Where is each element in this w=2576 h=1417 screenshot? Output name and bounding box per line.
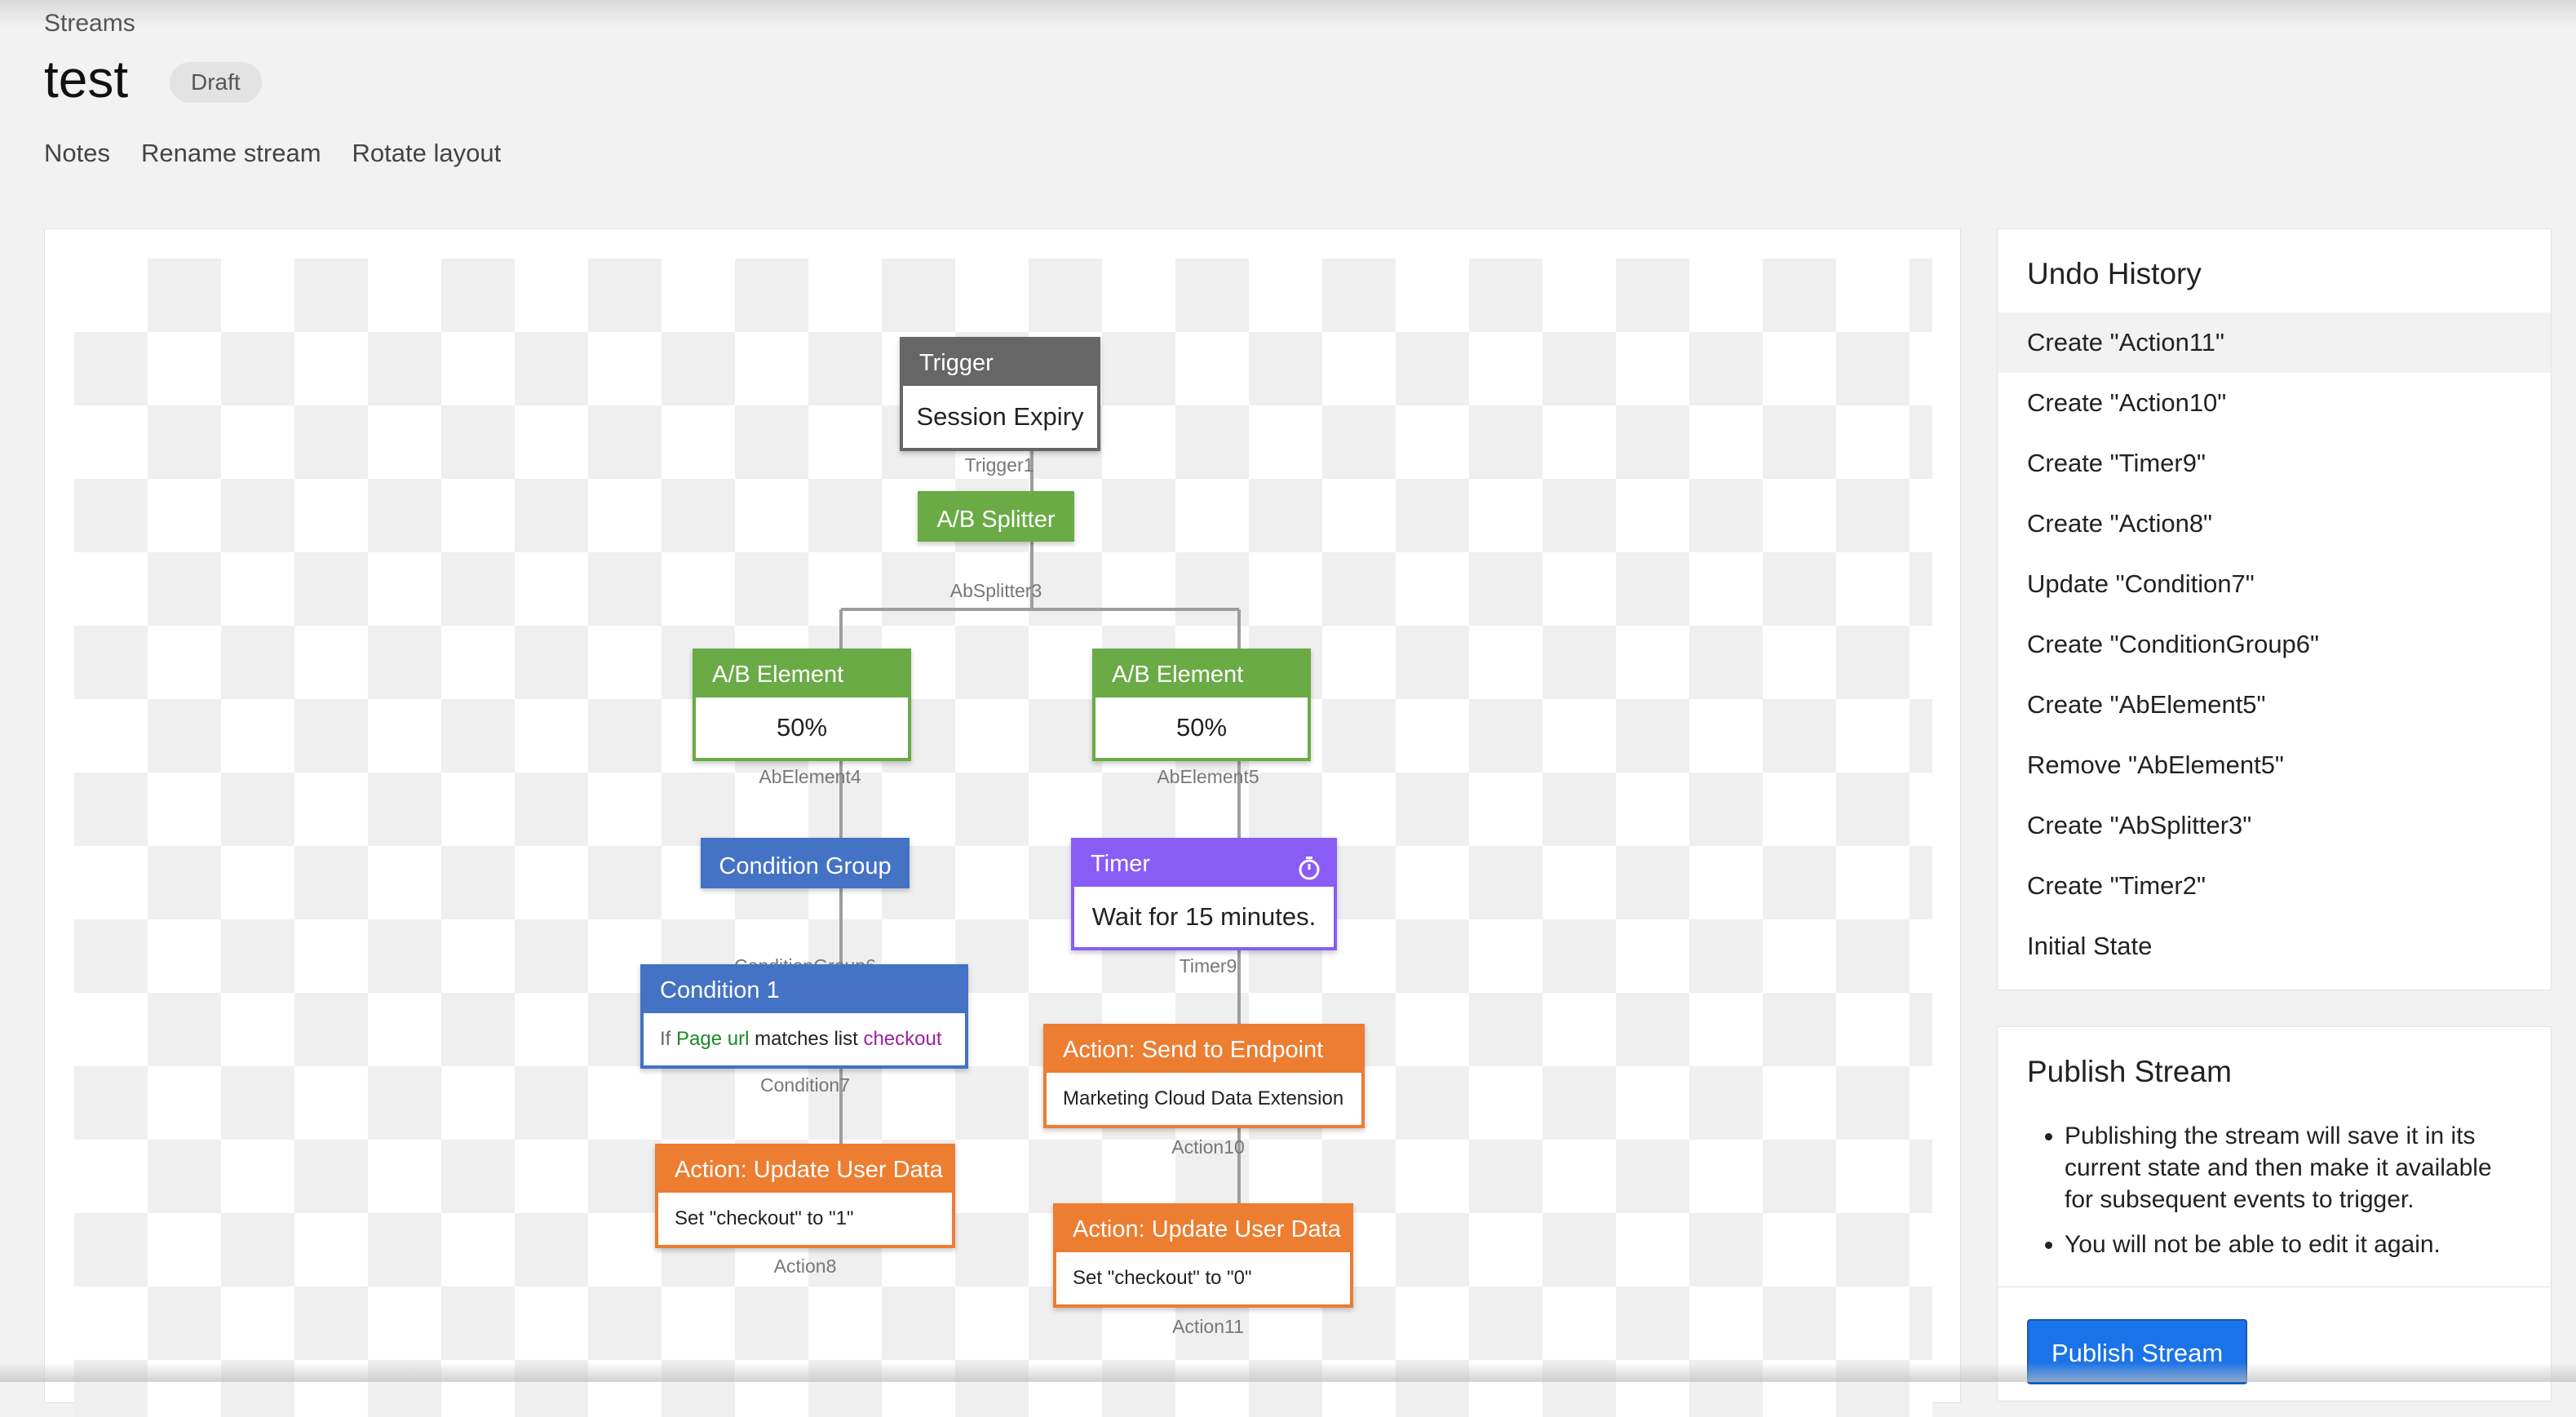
ab-element-node-left-id: AbElement4	[759, 766, 861, 787]
action-node-body: Marketing Cloud Data Extension	[1063, 1087, 1344, 1109]
rename-stream-link[interactable]: Rename stream	[140, 139, 321, 167]
stream-actions: Notes Rename stream Rotate layout	[44, 139, 501, 168]
undo-history-item[interactable]: Initial State	[2027, 932, 2153, 960]
update-user-data-node-left[interactable]: Action: Update User Data Set "checkout" …	[655, 1144, 955, 1248]
stream-canvas-card: Trigger Session Expiry Trigger1 A/B Spli…	[44, 228, 1961, 1417]
publish-info-item: You will not be able to edit it again.	[2065, 1229, 2518, 1260]
ab-element-header: A/B Element	[1095, 652, 1308, 697]
trigger-node-body: Session Expiry	[916, 402, 1084, 431]
send-to-endpoint-node[interactable]: Action: Send to Endpoint Marketing Cloud…	[1043, 1024, 1365, 1128]
condition-node-id: Condition7	[760, 1074, 850, 1096]
condition-node-rule: If Page url matches list checkout	[644, 1013, 965, 1065]
update-user-data-node-left-id: Action8	[773, 1255, 837, 1277]
page-title: test	[44, 50, 129, 108]
top-shadow	[0, 0, 2576, 28]
undo-history-item[interactable]: Create "AbSplitter3"	[2027, 811, 2252, 839]
bottom-shadow	[0, 1362, 2576, 1382]
action-node-header: Action: Send to Endpoint	[1047, 1027, 1361, 1073]
condition-if-keyword: If	[660, 1028, 671, 1050]
undo-history-title: Undo History	[2027, 257, 2202, 290]
trigger-node-header: Trigger	[903, 340, 1097, 386]
rotate-layout-link[interactable]: Rotate layout	[352, 139, 502, 167]
undo-history-item[interactable]: Create "AbElement5"	[2027, 690, 2266, 719]
publish-info-item: Publishing the stream will save it in it…	[2065, 1120, 2518, 1216]
ab-element-body: 50%	[776, 713, 828, 742]
notes-link[interactable]: Notes	[44, 139, 110, 167]
ab-element-body: 50%	[1175, 713, 1228, 742]
trigger-node[interactable]: Trigger Session Expiry	[900, 337, 1100, 451]
ab-splitter-node-id: AbSplitter3	[949, 580, 1042, 601]
undo-history-item[interactable]: Create "Timer2"	[2027, 871, 2206, 900]
condition-operator: matches list	[755, 1028, 858, 1050]
publish-stream-panel: Publish Stream Publishing the stream wil…	[1997, 1026, 2552, 1402]
send-to-endpoint-node-id: Action10	[1171, 1136, 1245, 1158]
ab-element-node-right[interactable]: A/B Element 50%	[1092, 649, 1311, 761]
undo-history-item[interactable]: Create "Action11"	[1998, 312, 2551, 373]
timer-node-id: Timer9	[1179, 955, 1237, 976]
undo-history-item[interactable]: Create "Timer9"	[2027, 449, 2206, 477]
action-node-body: Set "checkout" to "0"	[1073, 1267, 1252, 1289]
timer-node-header: Timer	[1074, 841, 1334, 887]
publish-info-list: Publishing the stream will save it in it…	[1998, 1120, 2551, 1260]
action-node-body: Set "checkout" to "1"	[675, 1207, 854, 1229]
ab-element-node-right-id: AbElement5	[1157, 766, 1259, 787]
ab-element-node-left[interactable]: A/B Element 50%	[693, 649, 911, 761]
condition-node[interactable]: Condition 1 If Page url matches list che…	[640, 964, 968, 1069]
status-badge: Draft	[170, 62, 262, 103]
update-user-data-node-right[interactable]: Action: Update User Data Set "checkout" …	[1053, 1203, 1353, 1308]
condition-field: Page url	[676, 1028, 750, 1050]
condition-list-value: checkout	[863, 1028, 942, 1050]
ab-element-header: A/B Element	[696, 652, 908, 697]
undo-history-item[interactable]: Create "Action8"	[2027, 509, 2213, 538]
condition-node-header: Condition 1	[644, 968, 965, 1013]
undo-history-item[interactable]: Create "ConditionGroup6"	[2027, 630, 2320, 658]
ab-splitter-node[interactable]: A/B Splitter	[918, 491, 1074, 542]
timer-node-title: Timer	[1091, 851, 1151, 877]
publish-stream-title: Publish Stream	[2027, 1055, 2232, 1088]
timer-node-body: Wait for 15 minutes.	[1091, 902, 1317, 931]
undo-history-panel: Undo History Create "Action11" Create "A…	[1997, 228, 2552, 990]
action-node-header: Action: Update User Data	[658, 1147, 952, 1193]
condition-group-node[interactable]: Condition Group	[701, 838, 910, 888]
connector-lines	[839, 451, 1241, 1203]
stream-canvas[interactable]: Trigger Session Expiry Trigger1 A/B Spli…	[74, 259, 1932, 1417]
action-node-header: Action: Update User Data	[1056, 1207, 1350, 1252]
undo-history-item[interactable]: Create "Action10"	[2027, 388, 2227, 417]
update-user-data-node-right-id: Action11	[1172, 1316, 1244, 1337]
breadcrumb[interactable]: Streams	[44, 10, 135, 37]
undo-history-item[interactable]: Remove "AbElement5"	[2027, 751, 2284, 779]
trigger-node-id: Trigger1	[964, 454, 1034, 476]
timer-node[interactable]: Timer Wait for 15 minutes.	[1071, 838, 1337, 950]
undo-history-item[interactable]: Update "Condition7"	[2027, 569, 2255, 598]
undo-history-list: Create "Action11" Create "Action10" Crea…	[1998, 312, 2551, 976]
stopwatch-icon	[1296, 851, 1322, 880]
publish-divider	[1998, 1286, 2551, 1287]
